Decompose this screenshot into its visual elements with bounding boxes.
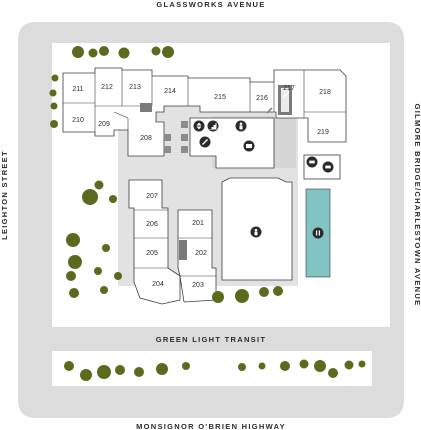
stairs-icon	[207, 120, 219, 132]
unit-207: 207	[146, 193, 158, 200]
pool-icon	[312, 227, 324, 239]
service-core-b-inner	[281, 88, 289, 112]
tree	[97, 365, 111, 379]
tree	[235, 289, 249, 303]
tree	[238, 363, 246, 371]
tree	[94, 267, 102, 275]
tree	[118, 47, 130, 59]
tree	[134, 367, 144, 377]
tree	[49, 89, 57, 97]
tree	[88, 48, 98, 58]
tree	[151, 46, 161, 56]
tree	[94, 180, 104, 190]
tree	[280, 361, 290, 371]
mail-icon	[243, 140, 255, 152]
tree	[273, 286, 283, 296]
person-icon	[235, 120, 247, 132]
gym-icon	[306, 156, 318, 168]
unit-203: 203	[192, 282, 204, 289]
tree	[344, 360, 354, 370]
tree	[314, 360, 326, 372]
street-label-south: MONSIGNOR O'BRIEN HIGHWAY	[136, 422, 286, 430]
unit-217: 217	[283, 85, 295, 92]
tree	[64, 361, 74, 371]
unit-212: 212	[101, 84, 113, 91]
parking-icon	[250, 226, 262, 238]
tree	[259, 287, 269, 297]
unit-219: 219	[317, 129, 329, 136]
unit-205: 205	[146, 250, 158, 257]
tree	[182, 362, 190, 370]
stair-symbol	[266, 107, 273, 114]
tree	[50, 120, 58, 128]
tree	[51, 74, 59, 82]
south-building-dividers	[134, 209, 216, 277]
entry-marker	[181, 121, 188, 128]
tree	[162, 46, 174, 58]
unit-206: 206	[146, 221, 158, 228]
tree	[99, 46, 109, 56]
unit-210: 210	[72, 117, 84, 124]
north-building-dividers	[63, 70, 346, 132]
tree	[50, 102, 58, 110]
service-core-a	[140, 103, 152, 112]
bike-icon	[199, 136, 211, 148]
unit-204: 204	[152, 281, 164, 288]
tree	[358, 360, 366, 368]
tree	[328, 368, 338, 378]
tree	[80, 369, 92, 381]
tree	[66, 271, 76, 281]
street-label-west: LEIGHTON STREET	[0, 150, 9, 240]
stair-symbol	[282, 91, 290, 99]
unit-214: 214	[164, 88, 176, 95]
unit-208: 208	[140, 135, 152, 142]
tree	[69, 288, 79, 298]
trees	[49, 46, 366, 381]
unit-201: 201	[192, 220, 204, 227]
tree	[258, 362, 266, 370]
tree	[109, 195, 117, 203]
unit-labels: 211 212 213 214 215 216 217 218 219 210 …	[72, 84, 331, 289]
unit-209: 209	[98, 121, 110, 128]
tree	[156, 363, 168, 375]
building-southwest	[128, 179, 181, 305]
tree	[299, 359, 309, 369]
tree	[66, 233, 80, 247]
unit-211: 211	[72, 86, 83, 93]
street-label-north: GLASSWORKS AVENUE	[156, 0, 265, 9]
tree	[102, 244, 110, 252]
tree	[68, 255, 82, 269]
tree	[212, 291, 224, 303]
tree	[72, 46, 84, 58]
elevator-icon	[193, 120, 205, 132]
gym-icon	[322, 161, 334, 173]
unit-216: 216	[256, 95, 268, 102]
tree	[82, 189, 98, 205]
transit-label: GREEN LIGHT TRANSIT	[156, 335, 267, 344]
service-core-c	[179, 240, 187, 260]
unit-202: 202	[195, 250, 207, 257]
unit-218: 218	[319, 89, 331, 96]
entry-marker	[164, 146, 171, 153]
unit-215: 215	[214, 94, 226, 101]
street-label-east: GILMORE BRIDGE/CHARLESTOWN AVENUE	[413, 104, 421, 307]
unit-213: 213	[129, 84, 141, 91]
tree	[114, 272, 122, 280]
amenity-icons	[164, 91, 334, 239]
entry-marker	[164, 134, 171, 141]
tree	[100, 286, 108, 294]
entry-marker	[181, 146, 188, 153]
tree	[115, 365, 125, 375]
entry-marker	[181, 134, 188, 141]
transit-corridor	[18, 327, 404, 351]
